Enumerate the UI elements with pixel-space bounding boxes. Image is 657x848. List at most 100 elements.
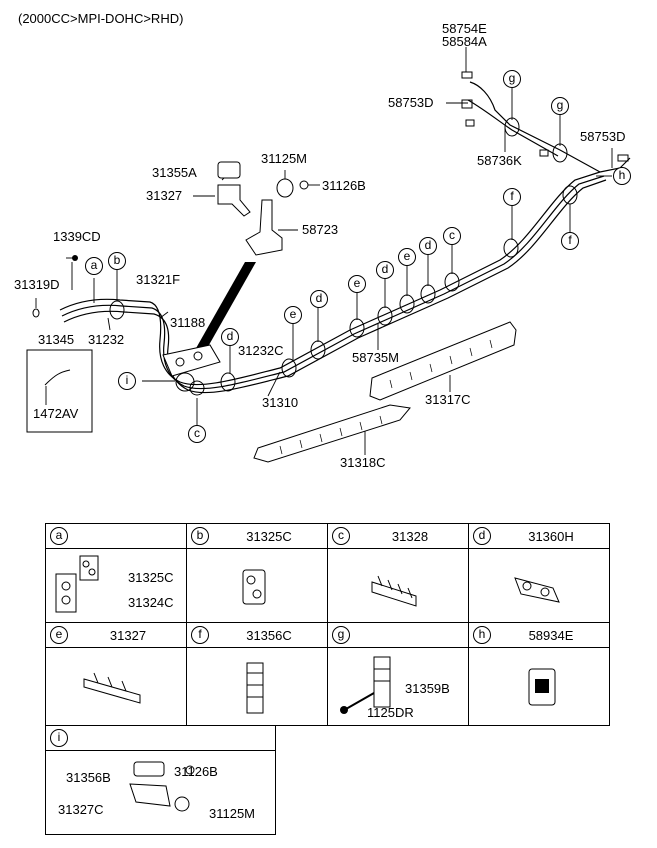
marker-d-4[interactable]: d bbox=[221, 328, 239, 346]
parts-table: a 31325C 31324C b 31325C c 31328 bbox=[45, 523, 610, 843]
connector-rear bbox=[465, 119, 475, 127]
marker-i[interactable]: i bbox=[118, 372, 136, 390]
clip-31356C-icon bbox=[246, 662, 264, 714]
callout-31345[interactable]: 31345 bbox=[38, 332, 75, 347]
cover-31318C bbox=[253, 404, 411, 463]
cell-a-letter: a bbox=[50, 527, 68, 545]
cell-e-header: e 31327 bbox=[46, 623, 186, 648]
cell-c-part: 31328 bbox=[391, 529, 429, 544]
clip-e1 bbox=[281, 358, 297, 378]
clip-31360H-icon bbox=[514, 577, 560, 603]
clip-b bbox=[109, 300, 125, 320]
callout-31232[interactable]: 31232 bbox=[88, 332, 125, 347]
marker-c-2[interactable]: c bbox=[188, 425, 206, 443]
side-covers bbox=[253, 321, 517, 463]
marker-d-1[interactable]: d bbox=[419, 237, 437, 255]
cell-e[interactable]: e 31327 bbox=[45, 622, 187, 726]
callout-31125M[interactable]: 31125M bbox=[261, 151, 308, 166]
bracket-31327 bbox=[217, 184, 251, 217]
cell-h-letter: h bbox=[473, 626, 491, 644]
cover-31317C bbox=[369, 321, 517, 401]
callout-31327[interactable]: 31327 bbox=[146, 188, 183, 203]
connector-mid bbox=[539, 149, 549, 157]
marker-f-2[interactable]: f bbox=[561, 232, 579, 250]
main-line-2 bbox=[61, 175, 605, 390]
marker-f-1[interactable]: f bbox=[503, 188, 521, 206]
callout-31232C[interactable]: 31232C bbox=[238, 343, 284, 358]
cell-f-part: 31356C bbox=[246, 628, 292, 643]
callout-58753D-a[interactable]: 58753D bbox=[388, 95, 434, 110]
cell-h-part: 58934E bbox=[528, 628, 574, 643]
grommet-31125M bbox=[276, 178, 294, 198]
callout-58584A[interactable]: 58584A bbox=[442, 34, 487, 49]
part-31319D bbox=[32, 308, 40, 318]
marker-d-3[interactable]: d bbox=[310, 290, 328, 308]
cell-a[interactable]: a 31325C 31324C bbox=[45, 523, 187, 623]
cell-d-header: d 31360H bbox=[469, 524, 609, 549]
inset-part bbox=[44, 369, 71, 386]
callout-31318C[interactable]: 31318C bbox=[340, 455, 386, 470]
cell-i-sub4: 31125M bbox=[209, 806, 256, 821]
clip-31328-icon bbox=[371, 575, 417, 607]
cell-g-header: g bbox=[328, 623, 468, 648]
clip-58934E-icon bbox=[528, 668, 556, 706]
cell-d-part: 31360H bbox=[528, 529, 574, 544]
callout-1472AV[interactable]: 1472AV bbox=[33, 406, 79, 421]
clip-bolt-icon bbox=[340, 656, 391, 714]
cell-f[interactable]: f 31356C bbox=[186, 622, 328, 726]
clip-pair-icon bbox=[55, 555, 99, 613]
callout-58723[interactable]: 58723 bbox=[302, 222, 339, 237]
upper-line-1 bbox=[469, 81, 601, 173]
detail-wedge bbox=[195, 262, 256, 352]
cell-h-header: h 58934E bbox=[469, 623, 609, 648]
marker-e-1[interactable]: e bbox=[398, 248, 416, 266]
cell-a-header: a bbox=[46, 524, 186, 549]
cell-i[interactable]: i 31356B 31126B 31327C 31125M bbox=[45, 725, 276, 835]
cell-h[interactable]: h 58934E bbox=[468, 622, 610, 726]
callout-31355A[interactable]: 31355A bbox=[152, 165, 197, 180]
cell-c[interactable]: c 31328 bbox=[327, 523, 469, 623]
callout-31321F[interactable]: 31321F bbox=[136, 272, 181, 287]
marker-d-2[interactable]: d bbox=[376, 261, 394, 279]
cell-g-sub2: 1125DR bbox=[367, 705, 414, 720]
clip-d1 bbox=[220, 372, 236, 392]
callout-31317C[interactable]: 31317C bbox=[425, 392, 471, 407]
callout-58754E[interactable]: 58754E bbox=[442, 21, 487, 36]
cell-f-header: f 31356C bbox=[187, 623, 327, 648]
marker-g-1[interactable]: g bbox=[503, 70, 521, 88]
cell-b-part: 31325C bbox=[246, 529, 292, 544]
marker-b[interactable]: b bbox=[108, 252, 126, 270]
cell-i-header: i bbox=[46, 726, 275, 751]
cell-g[interactable]: g 31359B 1125DR bbox=[327, 622, 469, 726]
callout-31126B[interactable]: 31126B bbox=[322, 178, 366, 193]
bolt-1339CD bbox=[72, 255, 78, 261]
callout-31319D[interactable]: 31319D bbox=[14, 277, 60, 292]
marker-c-1[interactable]: c bbox=[443, 227, 461, 245]
cell-f-letter: f bbox=[191, 626, 209, 644]
connector-58753D bbox=[461, 99, 473, 109]
callout-31188[interactable]: 31188 bbox=[170, 315, 206, 330]
callout-1339CD[interactable]: 1339CD bbox=[53, 229, 101, 244]
cell-b[interactable]: b 31325C bbox=[186, 523, 328, 623]
cell-d-letter: d bbox=[473, 527, 491, 545]
bracket-assembly-icon bbox=[129, 761, 195, 812]
main-line-group bbox=[59, 81, 631, 394]
sensor-connectors bbox=[461, 71, 629, 162]
cell-e-part: 31327 bbox=[109, 628, 147, 643]
marker-h[interactable]: h bbox=[613, 167, 631, 185]
cell-i-sub3: 31327C bbox=[58, 802, 104, 817]
callout-58735M[interactable]: 58735M bbox=[352, 350, 399, 365]
callout-31310[interactable]: 31310 bbox=[262, 395, 299, 410]
callout-58753D-b[interactable]: 58753D bbox=[580, 129, 626, 144]
cell-e-letter: e bbox=[50, 626, 68, 644]
callout-58736K[interactable]: 58736K bbox=[477, 153, 522, 168]
cell-d[interactable]: d 31360H bbox=[468, 523, 610, 623]
marker-g-2[interactable]: g bbox=[551, 97, 569, 115]
marker-e-2[interactable]: e bbox=[348, 275, 366, 293]
marker-e-3[interactable]: e bbox=[284, 306, 302, 324]
clip-e2 bbox=[349, 318, 365, 338]
bracket-58723 bbox=[245, 199, 283, 256]
marker-a[interactable]: a bbox=[85, 257, 103, 275]
cell-i-letter: i bbox=[50, 729, 68, 747]
main-line-1 bbox=[59, 171, 601, 386]
